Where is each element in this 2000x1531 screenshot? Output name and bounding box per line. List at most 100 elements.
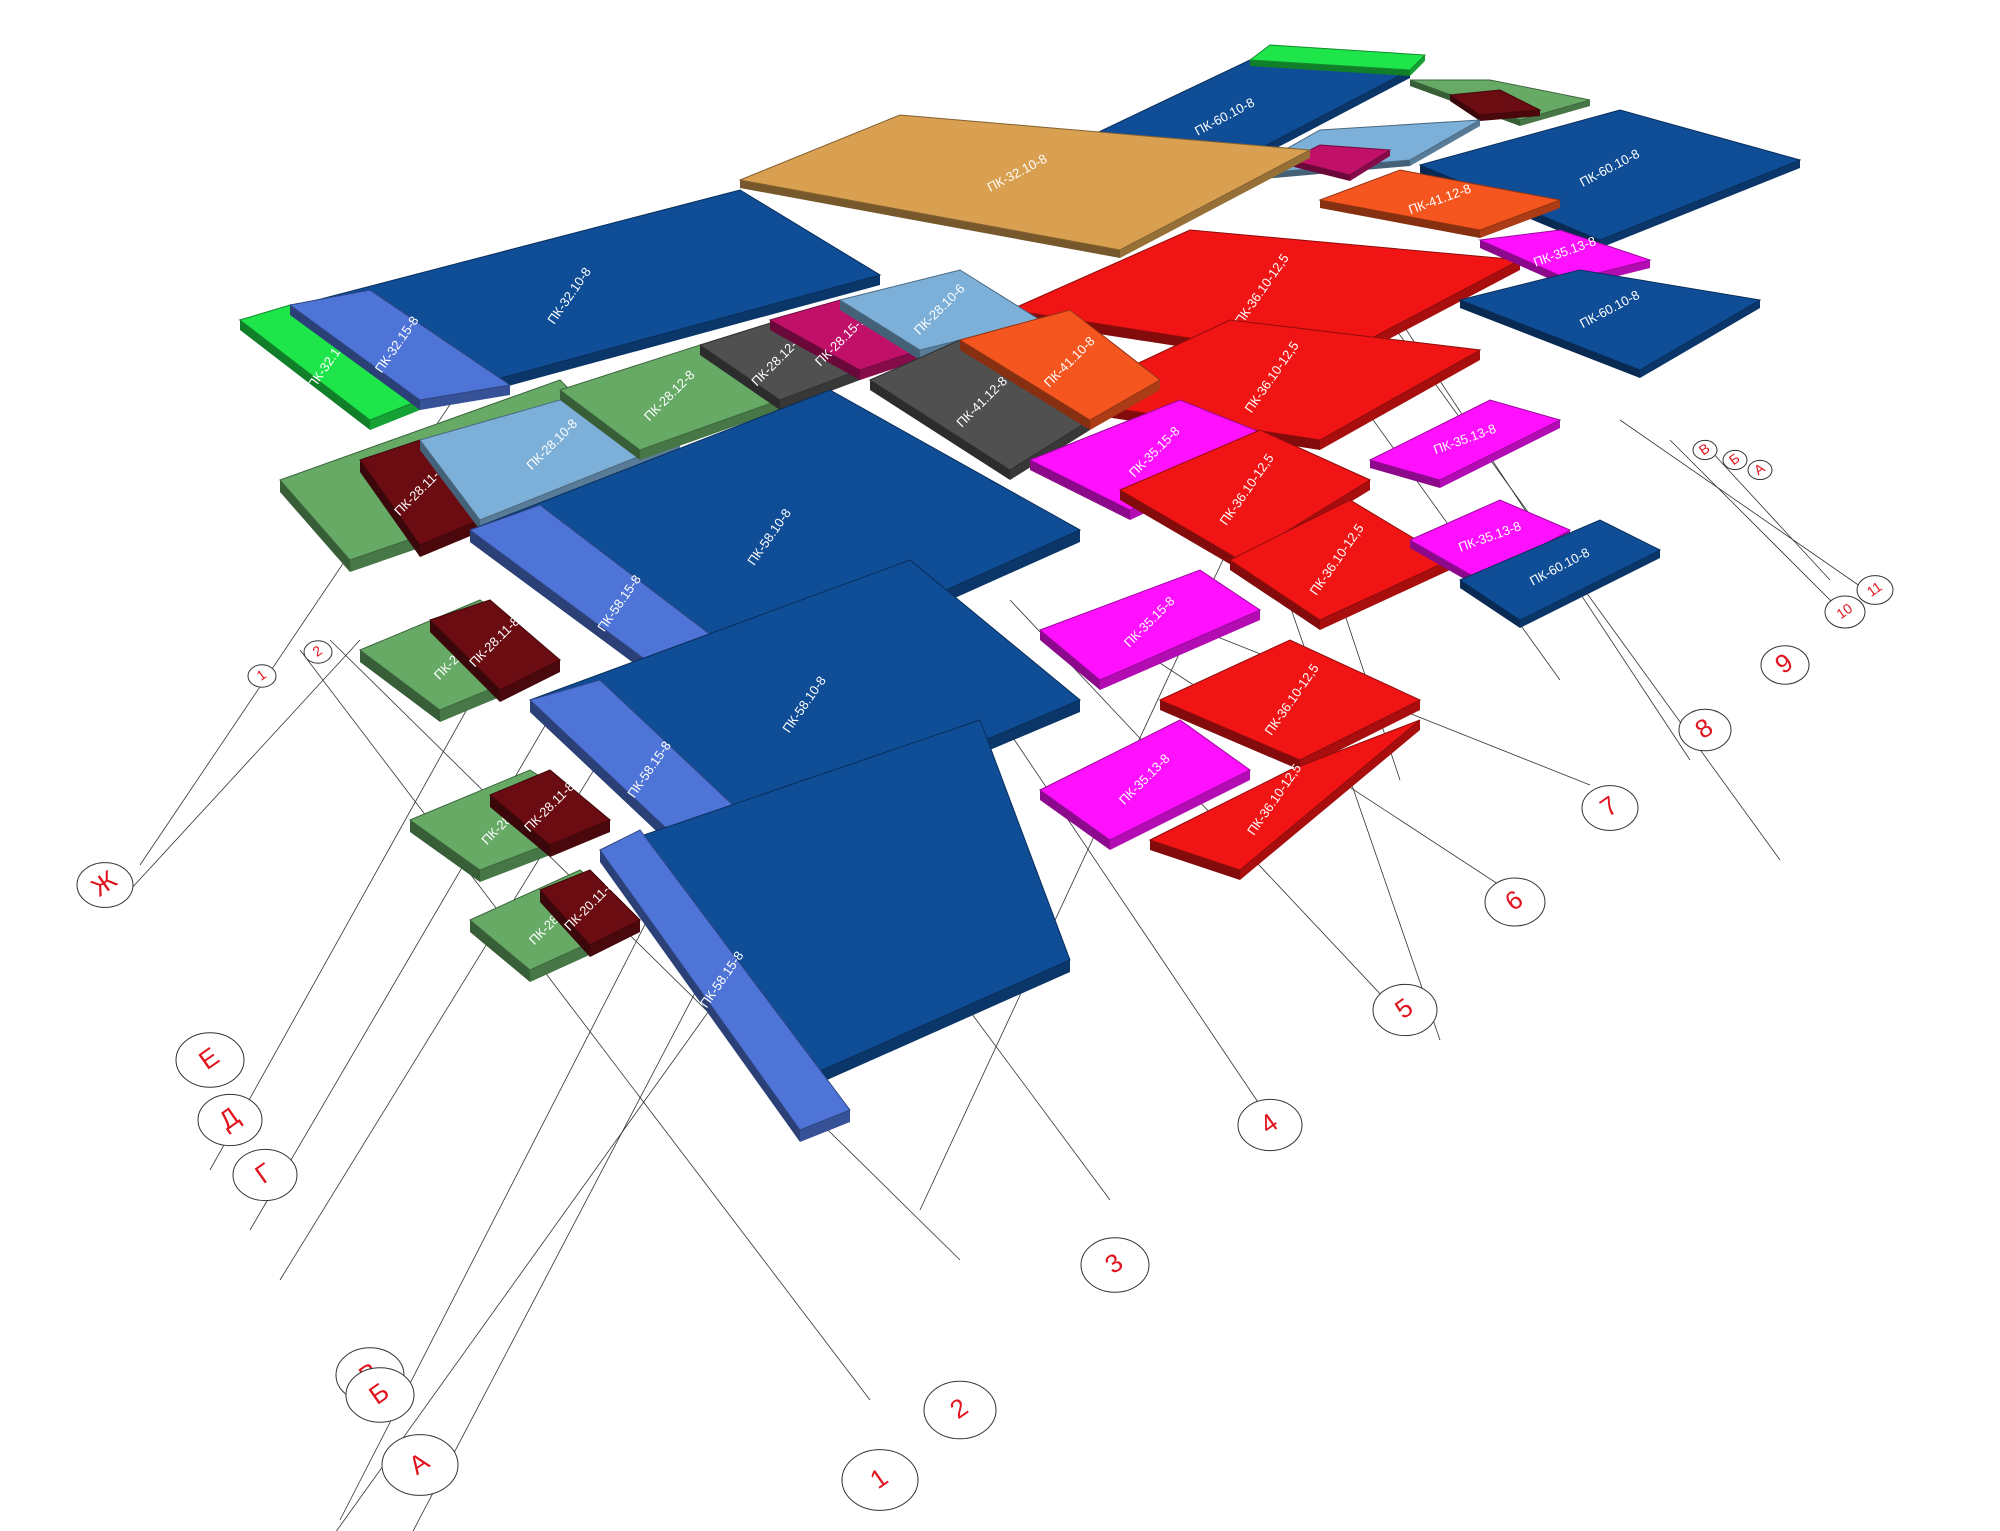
axis-bubble-circle xyxy=(197,1093,263,1147)
axis-bubble-circle xyxy=(1484,877,1546,927)
slab-edge-front xyxy=(700,345,780,410)
slab-edge-front xyxy=(740,180,1120,258)
slab-top xyxy=(1158,639,1422,761)
slab-edge-side xyxy=(420,520,480,557)
slab-edge-front xyxy=(1150,840,1240,880)
slab-orange-top: ПК-41.12-8 xyxy=(1318,169,1562,238)
slab-edge-side xyxy=(1090,380,1160,430)
slab-edge-front xyxy=(1370,460,1440,488)
slab-edge-side xyxy=(550,820,610,857)
slab-top xyxy=(1458,269,1762,371)
slab-edge-front xyxy=(1480,240,1570,288)
slab-edge-front xyxy=(280,480,350,572)
axis-bubble-b: Б xyxy=(345,1367,415,1423)
slab-edge-side xyxy=(1410,120,1480,166)
slab-edge-side xyxy=(1600,160,1800,248)
slab-top xyxy=(1458,519,1662,621)
axis-bubble-d: Д xyxy=(197,1093,263,1147)
slab-blue-right-3: ПК-60.10-8 xyxy=(1458,519,1662,628)
slab-edge-side xyxy=(1520,550,1660,628)
slab-top xyxy=(1118,429,1372,561)
slab-top xyxy=(489,769,611,846)
axis-bubble-circle xyxy=(1237,1098,1303,1152)
axis-bubble-top-v: В xyxy=(1692,440,1718,461)
slab-red-bottom: ПК-36.10-12,5 xyxy=(1148,719,1421,880)
slab-row1-midblue: ПК-32.15-8 xyxy=(288,289,512,410)
slab-top xyxy=(1368,399,1562,481)
slab-row2-orange: ПК-41.10-8 xyxy=(958,309,1161,430)
axis-bubble-top-2: 2 xyxy=(303,640,333,664)
axis-line xyxy=(1009,599,1401,1016)
slab-edge-front xyxy=(470,920,530,982)
slab-edge-front xyxy=(540,890,590,957)
slab-top xyxy=(1478,229,1652,281)
slab-row2-gray: ПК-28.12-10 xyxy=(698,319,862,410)
axis-bubble-circle xyxy=(345,1367,415,1423)
axis-bubble-circle xyxy=(841,1449,919,1511)
slab-top xyxy=(1039,569,1262,681)
slab-row5-maroon: ПК-20.11-8 xyxy=(539,869,641,957)
axis-bubble-circle xyxy=(1824,595,1866,629)
slab-edge-front xyxy=(840,300,920,360)
slab-top xyxy=(1148,719,1421,871)
slab-edge-front xyxy=(420,440,480,530)
slab-edge-front xyxy=(360,650,440,722)
slab-edge-side xyxy=(420,275,880,410)
slab-edge-side xyxy=(1100,610,1260,690)
slab-edge-front xyxy=(560,390,640,460)
slab-edge-front xyxy=(1230,560,1320,630)
axis-line xyxy=(329,639,961,1261)
axis-bubble-circle xyxy=(1722,449,1748,471)
axis-bubble-circle xyxy=(303,640,333,664)
slab-edge-front xyxy=(290,305,420,410)
slab-edge-side xyxy=(590,920,640,957)
slab-edge-front xyxy=(410,820,480,882)
axis-bubble-circle xyxy=(923,1380,997,1440)
slab-edge-front xyxy=(1460,580,1520,628)
slab-red-low: ПК-36.10-12,5 xyxy=(1158,639,1422,770)
slab-row4-magenta: ПК-35.13-8 xyxy=(1039,719,1251,850)
axis-line xyxy=(129,639,361,891)
slab-row2-gray-2: ПК-41.12-8 xyxy=(868,339,1091,480)
axis-bubble-circle xyxy=(76,862,134,908)
slab-edge-front xyxy=(770,320,860,380)
axis-bubble-circle xyxy=(381,1434,459,1496)
slab-edge-front xyxy=(490,795,550,857)
slab-top xyxy=(1248,44,1427,71)
axis-bubble-8: 8 xyxy=(1678,708,1732,752)
slab-edge-side xyxy=(1640,300,1760,378)
axis-line xyxy=(209,649,501,1171)
slab-edge-front xyxy=(1030,460,1130,520)
slab-edge-side xyxy=(500,660,560,702)
slab-edge-side xyxy=(800,960,1070,1092)
axis-bubble-circle xyxy=(232,1148,298,1202)
slab-edge-front xyxy=(600,850,800,1142)
slab-edge-front xyxy=(430,620,500,702)
slab-top xyxy=(1408,499,1572,581)
axis-bubble-a: А xyxy=(381,1434,459,1496)
slab-edge-front xyxy=(240,320,370,430)
slab-blue-right-2: ПК-60.10-8 xyxy=(1458,269,1762,378)
slab-edge-side xyxy=(420,385,510,410)
axis-bubble-2: 2 xyxy=(923,1380,997,1440)
slab-edge-side xyxy=(1110,770,1250,850)
slab-edge-front xyxy=(360,460,420,557)
slab-edge-side xyxy=(640,400,780,460)
slab-edge-front xyxy=(1290,160,1350,181)
slab-edge-side xyxy=(780,370,860,410)
slab-top xyxy=(1318,169,1562,231)
slab-edge-front xyxy=(1320,200,1480,238)
floor-slabs: ПК-60.10-8ПК-60.10-8ПК-32.10-8ПК-32.10-8… xyxy=(238,44,1802,1142)
slab-row3-magenta: ПК-35.15-8 xyxy=(1039,569,1262,690)
axis-line xyxy=(1669,439,1841,611)
slab-tan: ПК-32.10-8 xyxy=(738,114,1312,258)
slab-edge-side xyxy=(1120,150,1310,258)
slab-edge-front xyxy=(1160,700,1300,770)
slab-edge-side xyxy=(1320,560,1450,630)
axis-bubble-circle xyxy=(1856,575,1894,605)
axis-bubble-5: 5 xyxy=(1372,983,1438,1037)
axis-bubble-6: 6 xyxy=(1484,877,1546,927)
slab-top xyxy=(539,869,641,946)
slab-top xyxy=(599,829,851,1131)
